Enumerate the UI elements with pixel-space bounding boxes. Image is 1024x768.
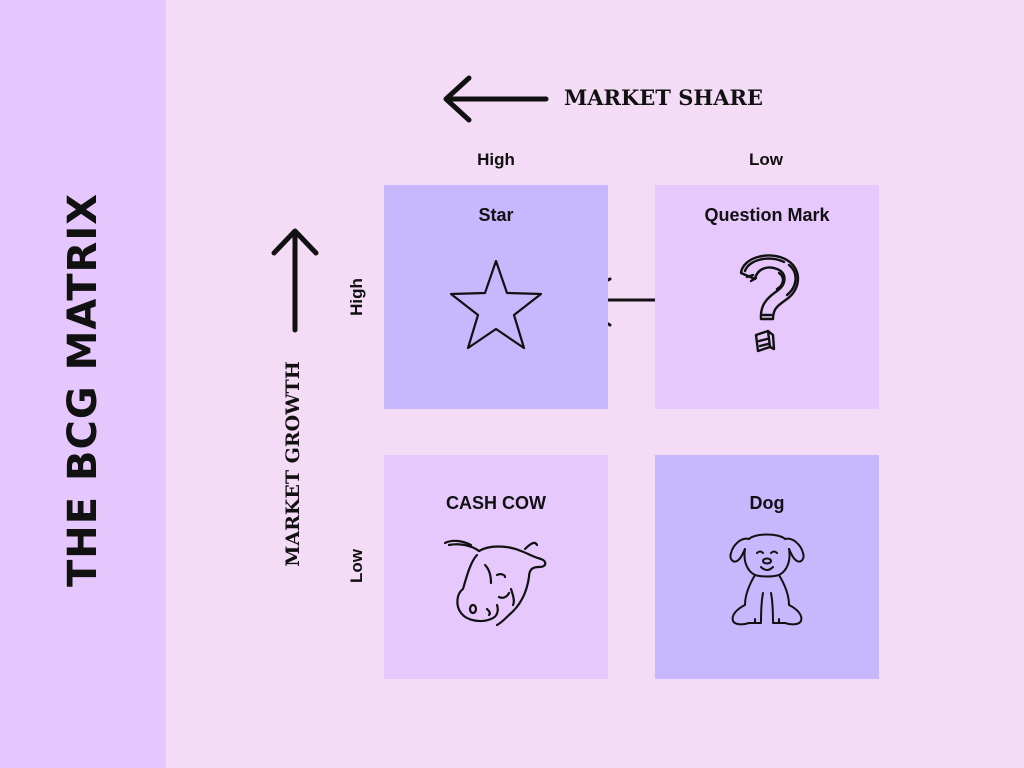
share-tick-low: Low: [749, 150, 783, 169]
quadrant-cash-cow: CASH COW: [384, 455, 608, 679]
quadrant-star-label: Star: [478, 205, 514, 225]
question-mark-icon: [729, 251, 805, 359]
quadrant-dog: Dog: [655, 455, 879, 679]
matrix-title: THE BCG MATRIX: [60, 192, 106, 588]
quadrant-question-mark: Question Mark: [655, 185, 879, 409]
growth-tick-low: Low: [347, 549, 366, 583]
share-tick-high: High: [477, 150, 515, 169]
dog-icon: [727, 529, 807, 631]
quadrant-cash-cow-label: CASH COW: [446, 493, 546, 513]
quadrant-question-mark-label: Question Mark: [704, 205, 830, 225]
market-share-axis-title: MARKET SHARE: [564, 85, 763, 110]
quadrant-star: Star: [384, 185, 608, 409]
market-growth-axis-title: MARKET GROWTH: [282, 361, 304, 567]
cow-head-icon: [441, 535, 551, 631]
market-growth-arrow-icon: [271, 228, 319, 333]
growth-tick-high: High: [347, 278, 366, 316]
quadrant-dog-label: Dog: [749, 493, 785, 513]
star-icon: [446, 257, 546, 353]
market-share-arrow-icon: [443, 75, 549, 123]
side-band: THE BCG MATRIX: [0, 0, 166, 768]
